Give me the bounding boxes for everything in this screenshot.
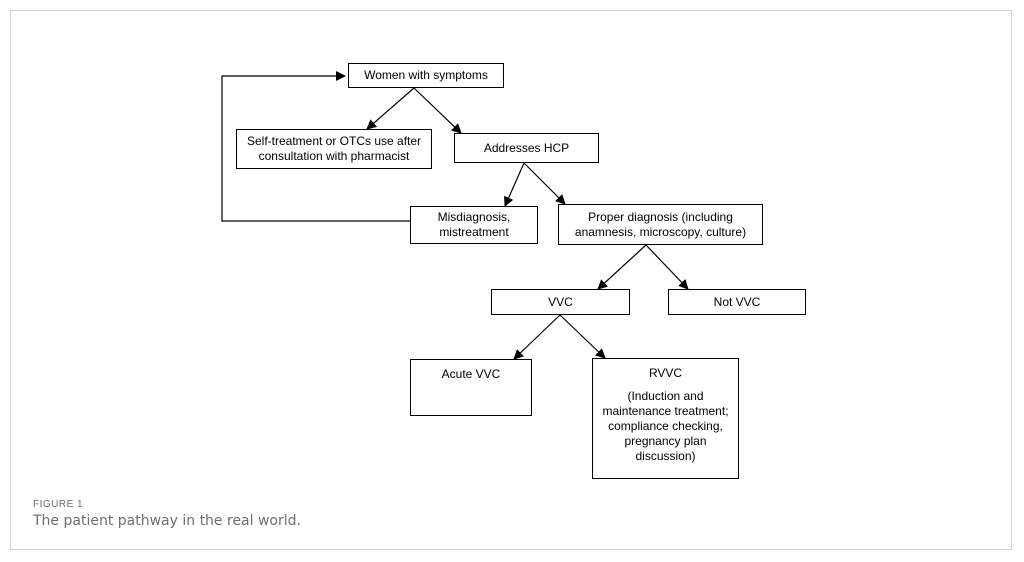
node-misdiagnosis: Misdiagnosis, mistreatment bbox=[410, 206, 538, 244]
figure-panel bbox=[10, 10, 1012, 550]
node-self-treatment: Self-treatment or OTCs use after consult… bbox=[236, 129, 432, 169]
node-text-line: (Induction and bbox=[627, 389, 704, 403]
arrow-hcp-to-misdiagnosis bbox=[504, 162, 525, 207]
node-text-line: consultation with pharmacist bbox=[258, 149, 410, 163]
node-addresses-hcp: Addresses HCP bbox=[454, 133, 599, 163]
node-text-line: discussion) bbox=[635, 449, 696, 463]
arrow-hcp-to-proper-diagnosis bbox=[523, 162, 566, 205]
node-text-line: Not VVC bbox=[713, 294, 761, 309]
arrow-women-to-hcp bbox=[413, 87, 462, 134]
arrow-women-to-self-treatment bbox=[366, 87, 415, 130]
node-text-line: anamnesis, microscopy, culture) bbox=[574, 224, 747, 239]
node-text-line: maintenance treatment; bbox=[602, 404, 729, 418]
node-text-line: Acute VVC bbox=[441, 367, 501, 381]
node-proper-diagnosis: Proper diagnosis (including anamnesis, m… bbox=[558, 204, 763, 245]
node-women-with-symptoms: Women with symptoms bbox=[348, 63, 504, 88]
node-acute-vvc: Acute VVC bbox=[410, 359, 532, 416]
arrow-vvc-to-rvvc bbox=[559, 314, 606, 359]
node-text-line: VVC bbox=[548, 294, 573, 309]
arrow-diagnosis-to-vvc bbox=[597, 244, 647, 290]
node-title: RVVC bbox=[648, 366, 683, 380]
node-text-line: compliance checking, bbox=[608, 419, 723, 433]
node-not-vvc: Not VVC bbox=[668, 289, 806, 315]
arrow-vvc-to-acute bbox=[513, 314, 561, 360]
node-text-line: Proper diagnosis (including bbox=[588, 209, 733, 224]
node-text-line: Women with symptoms bbox=[364, 68, 488, 82]
node-text-line: Self-treatment or OTCs use after bbox=[246, 134, 422, 148]
figure-caption: The patient pathway in the real world. bbox=[33, 513, 301, 529]
node-vvc: VVC bbox=[491, 289, 630, 315]
node-text-line: Addresses HCP bbox=[483, 140, 570, 155]
node-text-line: Misdiagnosis, bbox=[437, 210, 511, 224]
node-text-line: pregnancy plan bbox=[624, 434, 707, 448]
arrow-diagnosis-to-not-vvc bbox=[645, 244, 689, 290]
node-text-line: mistreatment bbox=[439, 225, 509, 239]
node-rvvc: RVVC (Induction and maintenance treatmen… bbox=[592, 358, 739, 479]
loop-back-arrow bbox=[221, 71, 410, 222]
figure-label: FIGURE 1 bbox=[33, 499, 84, 510]
